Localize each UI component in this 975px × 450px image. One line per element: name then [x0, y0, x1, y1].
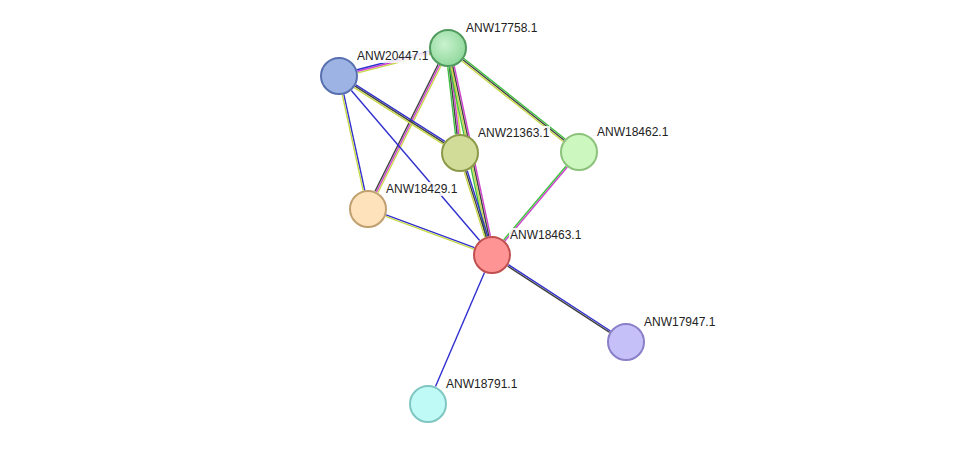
- evidence-line: [508, 265, 610, 331]
- node-label: ANW17758.1: [465, 21, 538, 35]
- interaction-edge: [462, 59, 565, 142]
- node-label: ANW17947.1: [643, 315, 716, 329]
- evidence-line: [376, 65, 439, 192]
- evidence-line: [354, 88, 443, 145]
- evidence-line: [375, 64, 438, 191]
- protein-node: [349, 190, 387, 228]
- evidence-line: [462, 61, 563, 141]
- evidence-line: [344, 94, 365, 190]
- evidence-line: [378, 66, 441, 193]
- interaction-edge: [508, 265, 611, 333]
- evidence-line: [435, 272, 484, 386]
- evidence-line: [463, 60, 564, 140]
- node-label: ANW21363.1: [477, 126, 550, 140]
- evidence-line: [342, 95, 363, 191]
- evidence-line: [464, 172, 485, 238]
- evidence-line: [386, 215, 474, 248]
- evidence-line: [356, 85, 445, 142]
- interaction-edge: [354, 85, 445, 144]
- protein-node: [320, 57, 358, 95]
- protein-node: [607, 323, 645, 361]
- interaction-edge: [464, 171, 488, 238]
- evidence-line: [386, 216, 474, 249]
- evidence-line: [466, 171, 487, 237]
- protein-node: [473, 236, 511, 274]
- node-label: ANW18463.1: [509, 228, 582, 242]
- protein-node: [560, 133, 598, 171]
- node-label: ANW20447.1: [356, 49, 429, 63]
- protein-node: [409, 385, 447, 423]
- interaction-edge: [342, 94, 364, 190]
- evidence-line: [508, 266, 610, 332]
- protein-node: [429, 29, 467, 67]
- interaction-edge: [375, 64, 441, 192]
- protein-node: [441, 134, 479, 172]
- interaction-edge: [386, 215, 475, 249]
- node-label: ANW18462.1: [596, 125, 669, 139]
- node-label: ANW18429.1: [385, 182, 458, 196]
- node-label: ANW18791.1: [445, 377, 518, 391]
- evidence-line: [355, 86, 444, 143]
- interaction-edge: [435, 272, 484, 386]
- evidence-line: [467, 171, 488, 237]
